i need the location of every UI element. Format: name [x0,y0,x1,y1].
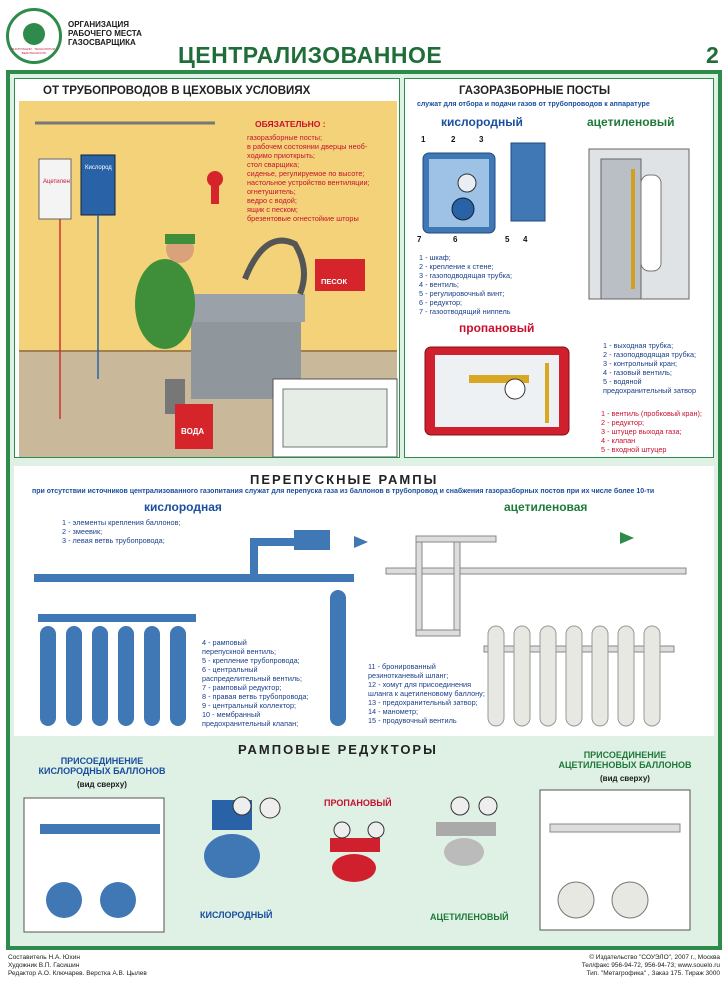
sand-label: ПЕСОК [321,277,348,286]
list-item: перепускной вентиль; [202,647,277,656]
list-item: 4 - газовый вентиль; [603,368,672,377]
list-item: 7 - рамповый редуктор; [202,683,282,692]
list-item: 9 - центральный коллектор; [202,701,297,710]
list-item: 5 - крепление трубопровода; [202,656,300,665]
list-item: 4 - рамповый [202,638,247,647]
list-item: 1 - шкаф; [419,253,451,262]
list-item: в рабочем состоянии дверцы необ- [247,142,368,151]
acetylene-ramp-label: ацетиленовая [504,500,588,514]
list-item: 12 - хомут для присоединения [368,680,472,689]
list-item: 4 - клапан [601,436,636,445]
acet-connect-view: (вид сверху) [600,774,650,783]
oxygen-post-label: кислородный [441,115,523,129]
posts-subtitle: служат для отбора и подачи газов от труб… [417,101,650,108]
sign-oxygen: Кислород [85,165,112,171]
list-item: 15 - продувочный вентиль [368,716,457,725]
ramps-subtitle: при отсутствии источников централизованн… [32,488,655,495]
list-item: 4 - вентиль; [419,280,459,289]
list-item: брезентовые огнестойкие шторы [247,214,359,223]
list-item: 1 - вентиль (пробковый кран); [601,409,702,418]
list-item: 11 - бронированный [368,662,436,671]
list-item: 1 - выходная трубка; [603,341,674,350]
list-item: 6 - центральный [202,665,258,674]
ramps-title: ПЕРЕПУСКНЫЕ РАМПЫ [250,472,439,487]
list-item: 7 - газоотводящий ниппель [419,307,511,316]
list-item: шланга к ацетиленовому баллону; [368,689,485,698]
list-item: стол сварщика; [247,160,300,169]
ramps-illustration [34,530,687,727]
must-title: ОБЯЗАТЕЛЬНО : [255,119,326,129]
list-item: 2 - редуктор; [601,418,645,427]
list-item: 13 - предохранительный затвор; [368,698,478,707]
list-item: ящик с песком; [247,205,298,214]
acetylene-reducer-label: АЦЕТИЛЕНОВЫЙ [430,912,509,922]
oxygen-post-legend: 1 - шкаф; 2 - крепление к стене; 3 - газ… [419,253,569,316]
propane-reducer-label: ПРОПАНОВЫЙ [324,798,392,808]
sign-acetylene: Ацетилен [43,179,70,185]
posts-illustration [422,142,690,436]
reducers-title: РАМПОВЫЕ РЕДУКТОРЫ [238,742,438,757]
propane-post-legend: 1 - вентиль (пробковый кран); 2 - редукт… [601,409,715,454]
list-item: 5 - водяной [603,377,642,386]
list-item: 3 - газоподводящая трубка; [419,271,513,280]
posts-title: ГАЗОРАЗБОРНЫЕ ПОСТЫ [459,85,611,97]
workshop-illustration [19,101,398,457]
list-item: 3 - штуцер выхода газа; [601,427,682,436]
list-item: предохранительный клапан; [202,719,299,728]
list-item: 2 - змеевик; [62,527,103,536]
workshop-panel: ОТ ТРУБОПРОВОДОВ В ЦЕХОВЫХ УСЛОВИЯХ Ацет… [14,78,400,458]
oxy-connect-title: ПРИСОЕДИНЕНИЕ КИСЛОРОДНЫХ БАЛЛОНОВ [38,756,166,776]
list-item: 3 - левая ветвь трубопровода; [62,536,165,545]
posts-panel: ГАЗОРАЗБОРНЫЕ ПОСТЫ служат для отбора и … [404,78,714,458]
list-item: 5 - регулировочный винт; [419,289,505,298]
list-item: ходимо приоткрыть; [247,151,315,160]
oxygen-ramp-label: кислородная [144,500,222,514]
propane-post-label: пропановый [459,321,535,335]
list-item: предохранительный затвор [603,386,697,395]
list-item: 8 - правая ветвь трубопровода; [202,692,309,701]
logo-emblem-icon [23,23,45,45]
oxygen-reducer-label: КИСЛОРОДНЫЙ [200,910,273,920]
list-item: 2 - газоподводящая трубка; [603,350,697,359]
list-item: сиденье, регулируемое по высоте; [247,169,365,178]
list-item: 1 - элементы крепления баллонов; [62,518,181,527]
sheet-number: 2 [706,42,720,68]
list-item: 3 - контрольный кран; [603,359,678,368]
water-label: ВОДА [181,427,205,436]
list-item: 14 - манометр; [368,707,419,716]
ramp-legend-b: 4 - рамповый перепускной вентиль; 5 - кр… [202,638,342,728]
list-item: распределительный вентиль; [202,674,302,683]
must-list: газоразборные посты; в рабочем состоянии… [247,133,399,223]
series-title: ОРГАНИЗАЦИЯ РАБОЧЕГО МЕСТА ГАЗОСВАРЩИКА [68,20,142,47]
ramps-panel: ПЕРЕПУСКНЫЕ РАМПЫ при отсутствии источни… [14,466,714,736]
acet-connect-title: ПРИСОЕДИНЕНИЕ АЦЕТИЛЕНОВЫХ БАЛЛОНОВ [558,750,692,770]
oxy-connect-view: (вид сверху) [77,780,127,789]
acetylene-post-label: ацетиленовый [587,115,675,129]
list-item: огнетушитель; [247,187,296,196]
workshop-title: ОТ ТРУБОПРОВОДОВ В ЦЕХОВЫХ УСЛОВИЯХ [43,85,311,97]
ramp-legend-c: 11 - бронированный резинотканевый шланг;… [368,662,488,725]
logo: ИНСТРУКЦИИ · ТЕХНОЛОГИИ · БЕЗОПАСНОСТЬ [6,8,62,64]
list-item: 10 - мембранный [202,710,261,719]
footer-publisher: © Издательство "СОУЭЛО", 2007 г., Москва… [581,954,720,977]
list-item: газоразборные посты; [247,133,323,142]
ramp-legend-a: 1 - элементы крепления баллонов; 2 - зме… [62,518,242,545]
list-item: 5 - входной штуцер [601,445,667,454]
list-item: 6 - редуктор; [419,298,463,307]
list-item: 2 - крепление к стене; [419,262,494,271]
footer-credits: Составитель Н.А. Юхин Художник В.П. Гаси… [8,954,147,977]
list-item: ведро с водой; [247,196,297,205]
list-item: настольное устройство вентиляции; [247,178,370,187]
list-item: резинотканевый шланг; [368,671,449,680]
logo-ring-text: ИНСТРУКЦИИ · ТЕХНОЛОГИИ · БЕЗОПАСНОСТЬ [11,47,57,55]
acetylene-post-legend: 1 - выходная трубка; 2 - газоподводящая … [603,341,715,395]
